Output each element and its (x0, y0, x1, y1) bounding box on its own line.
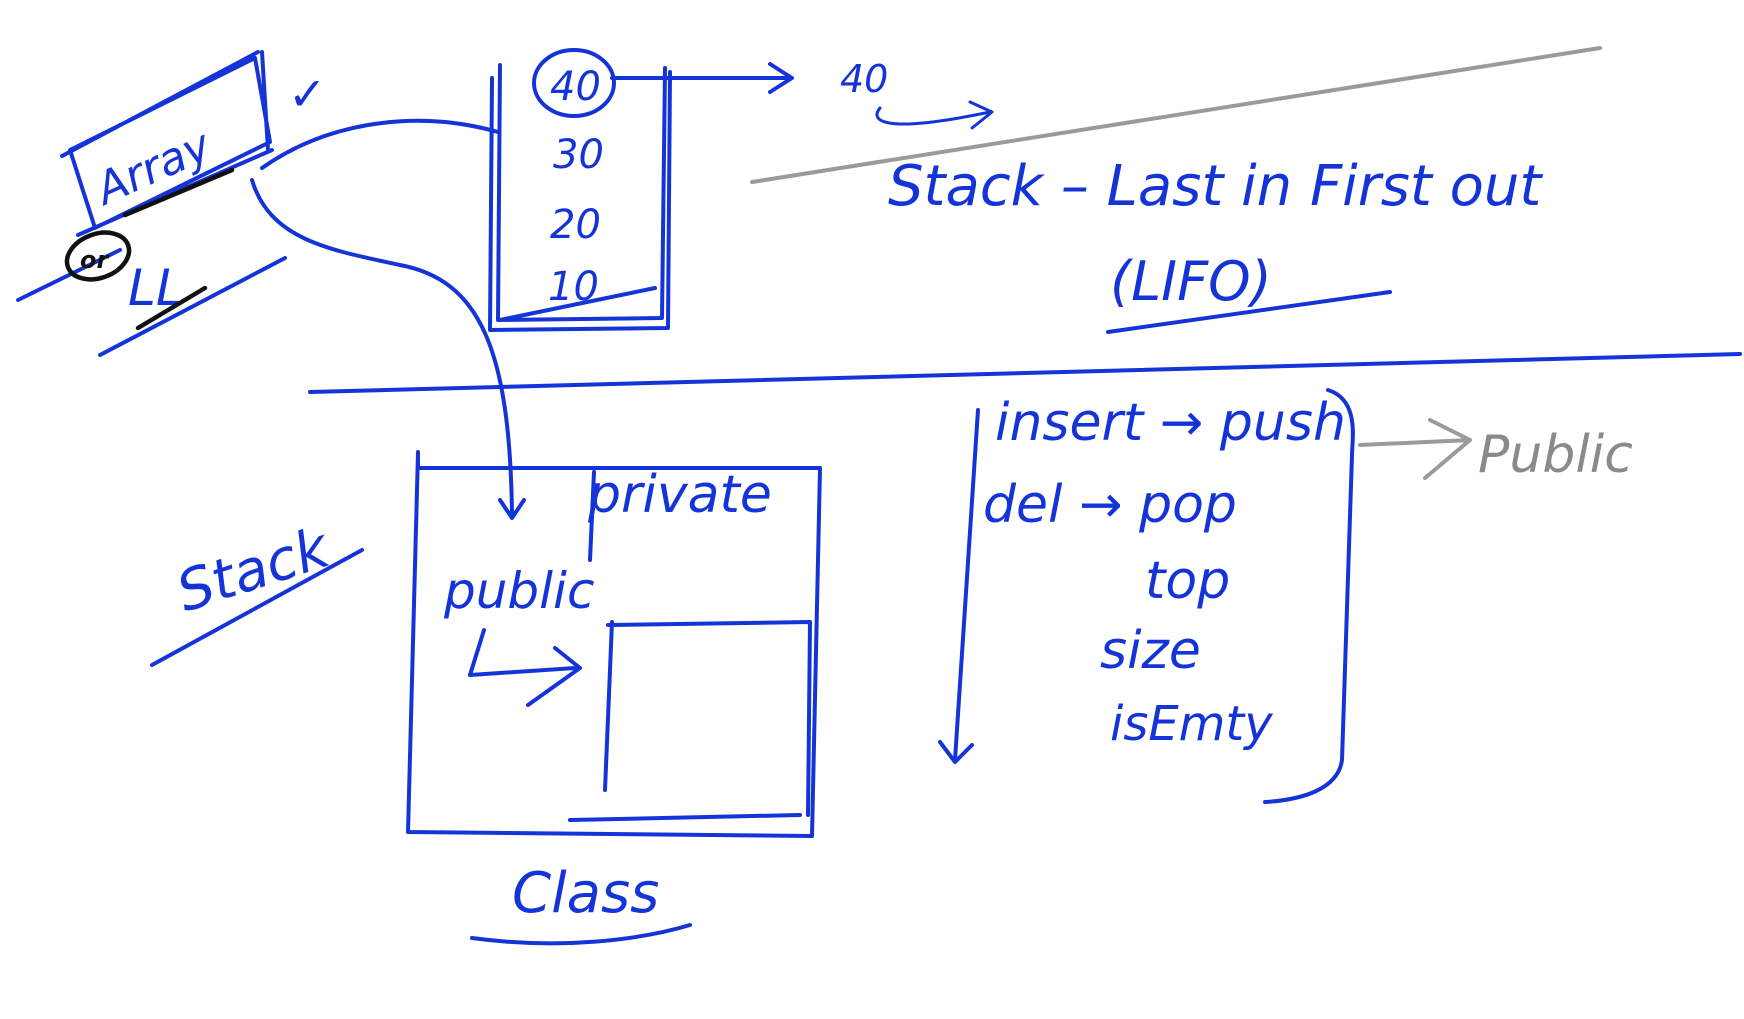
horizontal-divider (308, 352, 1742, 394)
stack-column: 40 30 20 10 (488, 48, 672, 332)
operations-list: insert → push del → pop top size isEmty (938, 388, 1355, 804)
pop-arrow-group: 40 (610, 57, 994, 130)
class-underline (470, 923, 692, 946)
stack-container (488, 63, 672, 332)
or-label: or (80, 246, 110, 274)
checkmark: ✓ (288, 67, 327, 121)
or-circle (64, 230, 132, 282)
array-box-outline (60, 50, 274, 237)
array-box-underline (16, 248, 287, 357)
class-inner-box (568, 620, 812, 822)
stack-value-20: 20 (550, 202, 601, 248)
lifo-underline (1106, 290, 1392, 334)
operations-brace (1263, 388, 1355, 804)
public-right-label: Public (1478, 425, 1633, 485)
class-label: Class (512, 861, 659, 926)
operations-down-arrow (938, 408, 980, 764)
operation-insert-push: insert → push (995, 393, 1346, 453)
private-label: private (587, 465, 772, 525)
array-or-ll-note: Array or LL ✓ (16, 50, 327, 357)
class-box: private public Class (406, 450, 822, 946)
stack-value-30: 30 (553, 132, 604, 178)
operation-size: size (1100, 621, 1201, 681)
stack-left-underline (150, 548, 364, 667)
public-inner-label: public (443, 562, 594, 620)
operation-del-pop: del → pop (983, 475, 1237, 535)
popped-value: 40 (840, 57, 888, 101)
grey-divider-line (750, 46, 1602, 184)
public-arrow-grey (1358, 418, 1472, 480)
pop-arrow (610, 62, 794, 94)
class-divider (588, 470, 596, 562)
stack-value-10: 10 (548, 264, 599, 310)
stack-value-40: 40 (550, 64, 601, 110)
connector-array-to-class (250, 178, 526, 520)
connector-array-to-stack (260, 118, 500, 170)
lifo-label: (LIFO) (1110, 250, 1272, 313)
popped-curve-arrow (875, 100, 994, 130)
operation-top: top (1145, 551, 1230, 611)
operation-isempty: isEmty (1110, 696, 1273, 752)
public-arrow (468, 628, 582, 707)
stack-definition-text: Stack – Last in First out (888, 154, 1543, 219)
stack-definition: Stack – Last in First out (LIFO) (888, 154, 1543, 334)
ll-underline (135, 285, 208, 331)
class-outer-box (406, 450, 822, 838)
top-value-circle (532, 48, 616, 118)
public-annotation: Public (1358, 418, 1633, 485)
array-strike (122, 167, 235, 218)
